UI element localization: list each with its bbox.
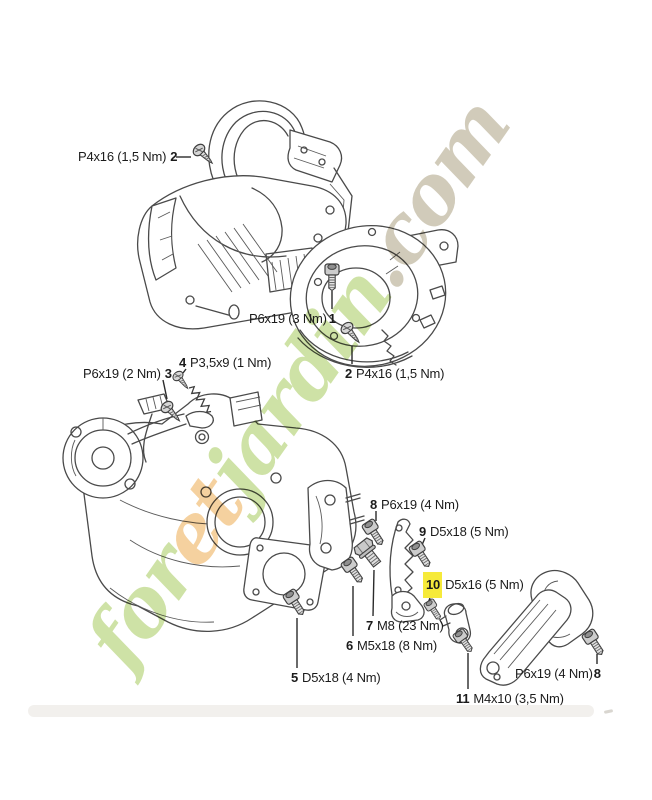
torque-spec: P4x16 (1,5 Nm) xyxy=(356,366,445,381)
part-number: 6 xyxy=(346,638,354,653)
crankcase-assembly-drawing xyxy=(62,391,365,632)
part-number: 3 xyxy=(164,366,172,381)
torque-spec: P6x19 (4 Nm) xyxy=(381,497,459,512)
part-number: 8 xyxy=(370,497,378,512)
part-label-screw-1: P6x19 (3 Nm)1 xyxy=(249,311,336,326)
screw-4-icon xyxy=(170,368,193,393)
torque-spec: P6x19 (4 Nm) xyxy=(515,666,593,681)
torque-spec: D5x18 (4 Nm) xyxy=(302,670,381,685)
part-label-screw-8-right: P6x19 (4 Nm)8 xyxy=(515,666,601,681)
leader-lines xyxy=(162,156,598,689)
chain-catcher-drawing xyxy=(390,590,425,623)
torque-spec: D5x18 (5 Nm) xyxy=(430,524,509,539)
torque-spec: P4x16 (1,5 Nm) xyxy=(78,149,167,164)
torque-spec: P6x19 (3 Nm) xyxy=(249,311,327,326)
part-number: 1 xyxy=(328,311,336,326)
part-number: 4 xyxy=(179,355,187,370)
torque-spec: M8 (23 Nm) xyxy=(377,618,444,633)
torque-spec: P6x19 (2 Nm) xyxy=(83,366,161,381)
part-number: 7 xyxy=(366,618,374,633)
screw-2-top-icon xyxy=(190,141,218,169)
part-number: 9 xyxy=(419,524,427,539)
part-number: 2 xyxy=(170,149,178,164)
part-number: 11 xyxy=(456,691,470,706)
tensioner-plate-drawing xyxy=(389,518,414,600)
torque-spec: D5x16 (5 Nm) xyxy=(445,577,524,592)
torque-spec: M4x10 (3,5 Nm) xyxy=(473,691,564,706)
torque-spec: P3,5x9 (1 Nm) xyxy=(190,355,272,370)
part-number: 2 xyxy=(345,366,353,381)
page-shadow-band xyxy=(28,705,594,717)
part-number: 8 xyxy=(593,666,601,681)
part-label-top-screw-2: P4x16 (1,5 Nm)2 xyxy=(78,149,177,164)
part-number-highlighted: 10 xyxy=(423,572,443,598)
bar-clamp-drawing xyxy=(479,569,594,686)
screw-8-right-icon xyxy=(580,627,609,659)
part-label-screw-3: P6x19 (2 Nm)3 xyxy=(83,366,172,381)
torque-spec: M5x18 (8 Nm) xyxy=(357,638,437,653)
clutch-cover-drawing xyxy=(289,224,459,368)
part-number: 5 xyxy=(291,670,299,685)
